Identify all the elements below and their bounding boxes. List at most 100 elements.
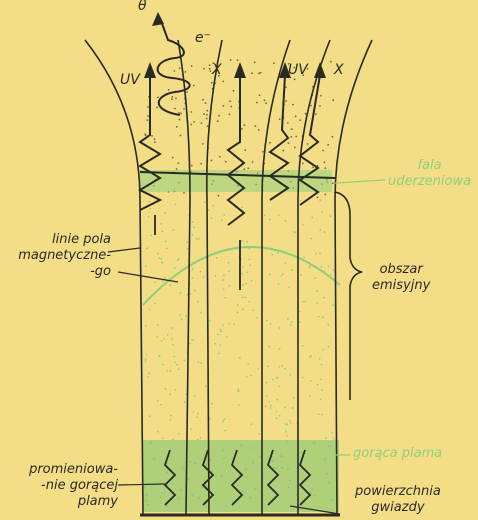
plasma-dot bbox=[295, 136, 297, 138]
plasma-dot bbox=[330, 274, 332, 276]
plasma-dot bbox=[269, 274, 271, 276]
plasma-dot bbox=[183, 108, 185, 110]
plasma-dot bbox=[160, 223, 162, 225]
plasma-dot bbox=[157, 400, 159, 402]
plasma-dot bbox=[321, 364, 323, 366]
plasma-dot bbox=[158, 356, 160, 358]
plasma-dot bbox=[302, 224, 304, 226]
plasma-dot bbox=[266, 395, 268, 397]
plasma-dot bbox=[228, 270, 230, 272]
plasma-dot bbox=[237, 59, 239, 61]
plasma-dot bbox=[330, 215, 332, 217]
plasma-dot bbox=[184, 360, 186, 362]
star-surface-label: powierzchnia gwiazdy bbox=[355, 484, 441, 516]
plasma-dot bbox=[238, 389, 240, 391]
plasma-dot bbox=[281, 275, 283, 277]
emission-region-label: obszar emisyjny bbox=[372, 262, 430, 294]
plasma-dot bbox=[230, 106, 232, 108]
plasma-dot bbox=[278, 386, 280, 388]
plasma-dot bbox=[287, 122, 289, 124]
plasma-dot bbox=[292, 104, 294, 106]
plasma-dot bbox=[316, 302, 318, 304]
plasma-dot bbox=[174, 362, 176, 364]
plasma-dot bbox=[211, 403, 213, 405]
plasma-dot bbox=[278, 283, 280, 285]
plasma-dot bbox=[168, 89, 170, 91]
plasma-dot bbox=[229, 100, 231, 102]
plasma-dot bbox=[269, 219, 271, 221]
plasma-dot bbox=[147, 106, 149, 108]
plasma-dot bbox=[224, 430, 226, 432]
plasma-dot bbox=[175, 97, 177, 99]
plasma-dot bbox=[204, 201, 206, 203]
plasma-dot bbox=[299, 321, 301, 323]
plasma-dot bbox=[154, 138, 156, 140]
plasma-dot bbox=[172, 344, 174, 346]
plasma-dot bbox=[178, 368, 180, 370]
plasma-dot bbox=[254, 61, 256, 63]
plasma-dot bbox=[145, 360, 147, 362]
plasma-dot bbox=[193, 339, 195, 341]
plasma-dot bbox=[167, 334, 169, 336]
plasma-dot bbox=[282, 150, 284, 152]
plasma-dot bbox=[319, 199, 321, 201]
plasma-dot bbox=[198, 238, 200, 240]
plasma-dot bbox=[273, 62, 275, 64]
plasma-dot bbox=[281, 365, 283, 367]
plasma-dot bbox=[171, 96, 173, 98]
plasma-dot bbox=[146, 247, 148, 249]
plasma-dot bbox=[328, 265, 330, 267]
plasma-dot bbox=[269, 142, 271, 144]
plasma-dot bbox=[177, 162, 179, 164]
plasma-dot bbox=[166, 370, 168, 372]
plasma-dot bbox=[186, 91, 188, 93]
plasma-dot bbox=[205, 385, 207, 387]
plasma-dot bbox=[220, 330, 222, 332]
plasma-dot bbox=[293, 397, 295, 399]
plasma-dot bbox=[233, 90, 235, 92]
plasma-dot bbox=[299, 200, 301, 202]
plasma-dot bbox=[310, 380, 312, 382]
plasma-dot bbox=[180, 135, 182, 137]
plasma-dot bbox=[321, 414, 323, 416]
plasma-dot bbox=[226, 336, 228, 338]
plasma-dot bbox=[154, 302, 156, 304]
plasma-dot bbox=[266, 382, 268, 384]
plasma-dot bbox=[324, 161, 326, 163]
plasma-dot bbox=[193, 227, 195, 229]
plasma-dot bbox=[241, 240, 243, 242]
plasma-dot bbox=[312, 167, 314, 169]
plasma-dot bbox=[147, 115, 149, 117]
plasma-dot bbox=[238, 391, 240, 393]
plasma-dot bbox=[251, 423, 253, 425]
plasma-dot bbox=[171, 338, 173, 340]
plasma-dot bbox=[314, 277, 316, 279]
plasma-dot bbox=[202, 143, 204, 145]
plasma-dot bbox=[320, 379, 322, 381]
plasma-dot bbox=[211, 160, 213, 162]
plasma-dot bbox=[291, 321, 293, 323]
plasma-dot bbox=[157, 324, 159, 326]
plasma-dot bbox=[244, 296, 246, 298]
plasma-dot bbox=[203, 113, 205, 115]
plasma-dot bbox=[148, 216, 150, 218]
plasma-dot bbox=[211, 82, 213, 84]
plasma-dot bbox=[282, 273, 284, 275]
plasma-dot bbox=[252, 161, 254, 163]
plasma-dot bbox=[172, 229, 174, 231]
plasma-dot bbox=[162, 280, 164, 282]
plasma-dot bbox=[197, 413, 199, 415]
plasma-dot bbox=[156, 107, 158, 109]
plasma-dot bbox=[323, 297, 325, 299]
plasma-dot bbox=[276, 399, 278, 401]
plasma-dot bbox=[193, 411, 195, 413]
plasma-dot bbox=[163, 338, 165, 340]
plasma-dot bbox=[249, 248, 251, 250]
plasma-dot bbox=[189, 342, 191, 344]
plasma-dot bbox=[197, 301, 199, 303]
plasma-dot bbox=[237, 311, 239, 313]
plasma-dot bbox=[217, 334, 219, 336]
plasma-dot bbox=[205, 102, 207, 104]
plasma-dot bbox=[267, 366, 269, 368]
plasma-dot bbox=[189, 293, 191, 295]
